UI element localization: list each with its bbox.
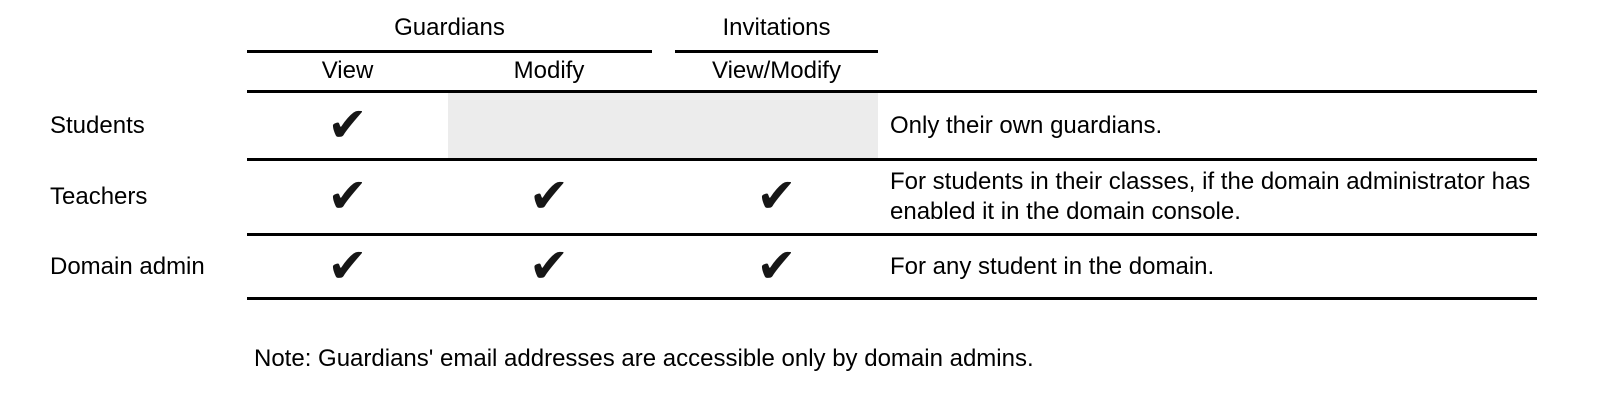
- cell-domain-admin-view-modify: ✔: [675, 236, 878, 297]
- permissions-table: Guardians Invitations View Modify View/M…: [247, 0, 1537, 300]
- note-students: Only their own guardians.: [890, 111, 1163, 139]
- invitations-underline: [675, 50, 878, 53]
- guardians-underline: [247, 50, 652, 53]
- cell-teachers-view-modify: ✔: [675, 161, 878, 233]
- check-icon: ✔: [528, 170, 570, 223]
- column-header-modify: Modify: [513, 57, 585, 84]
- check-icon: ✔: [528, 239, 570, 293]
- row-label-teachers: Teachers: [50, 183, 148, 210]
- cell-teachers-view: ✔: [247, 161, 448, 233]
- check-icon: ✔: [756, 170, 797, 223]
- check-icon: ✔: [327, 239, 368, 293]
- column-header-view: View: [321, 57, 374, 84]
- cell-domain-admin-view: ✔: [247, 236, 448, 297]
- column-header-view-modify: View/Modify: [712, 57, 841, 84]
- check-icon: ✔: [327, 98, 368, 152]
- column-group-guardians: Guardians: [394, 14, 505, 41]
- cell-teachers-modify: ✔: [448, 161, 650, 233]
- check-icon: ✔: [756, 239, 797, 293]
- row-rule: [247, 233, 1537, 236]
- row-label-domain-admin: Domain admin: [50, 252, 205, 280]
- note-domain-admin: For any student in the domain.: [890, 252, 1215, 280]
- note-teachers: For students in their classes, if the do…: [890, 168, 1531, 225]
- column-group-invitations: Invitations: [722, 14, 831, 41]
- row-label-students: Students: [50, 111, 145, 139]
- check-icon: ✔: [327, 170, 368, 223]
- cell-students-view: ✔: [247, 93, 448, 158]
- students-no-permission-cell: [448, 93, 878, 158]
- bottom-rule: [247, 297, 1537, 300]
- cell-domain-admin-modify: ✔: [448, 236, 650, 297]
- footnote: Note: Guardians' email addresses are acc…: [254, 345, 1034, 372]
- header-rule: [247, 90, 1537, 93]
- row-rule: [247, 158, 1537, 161]
